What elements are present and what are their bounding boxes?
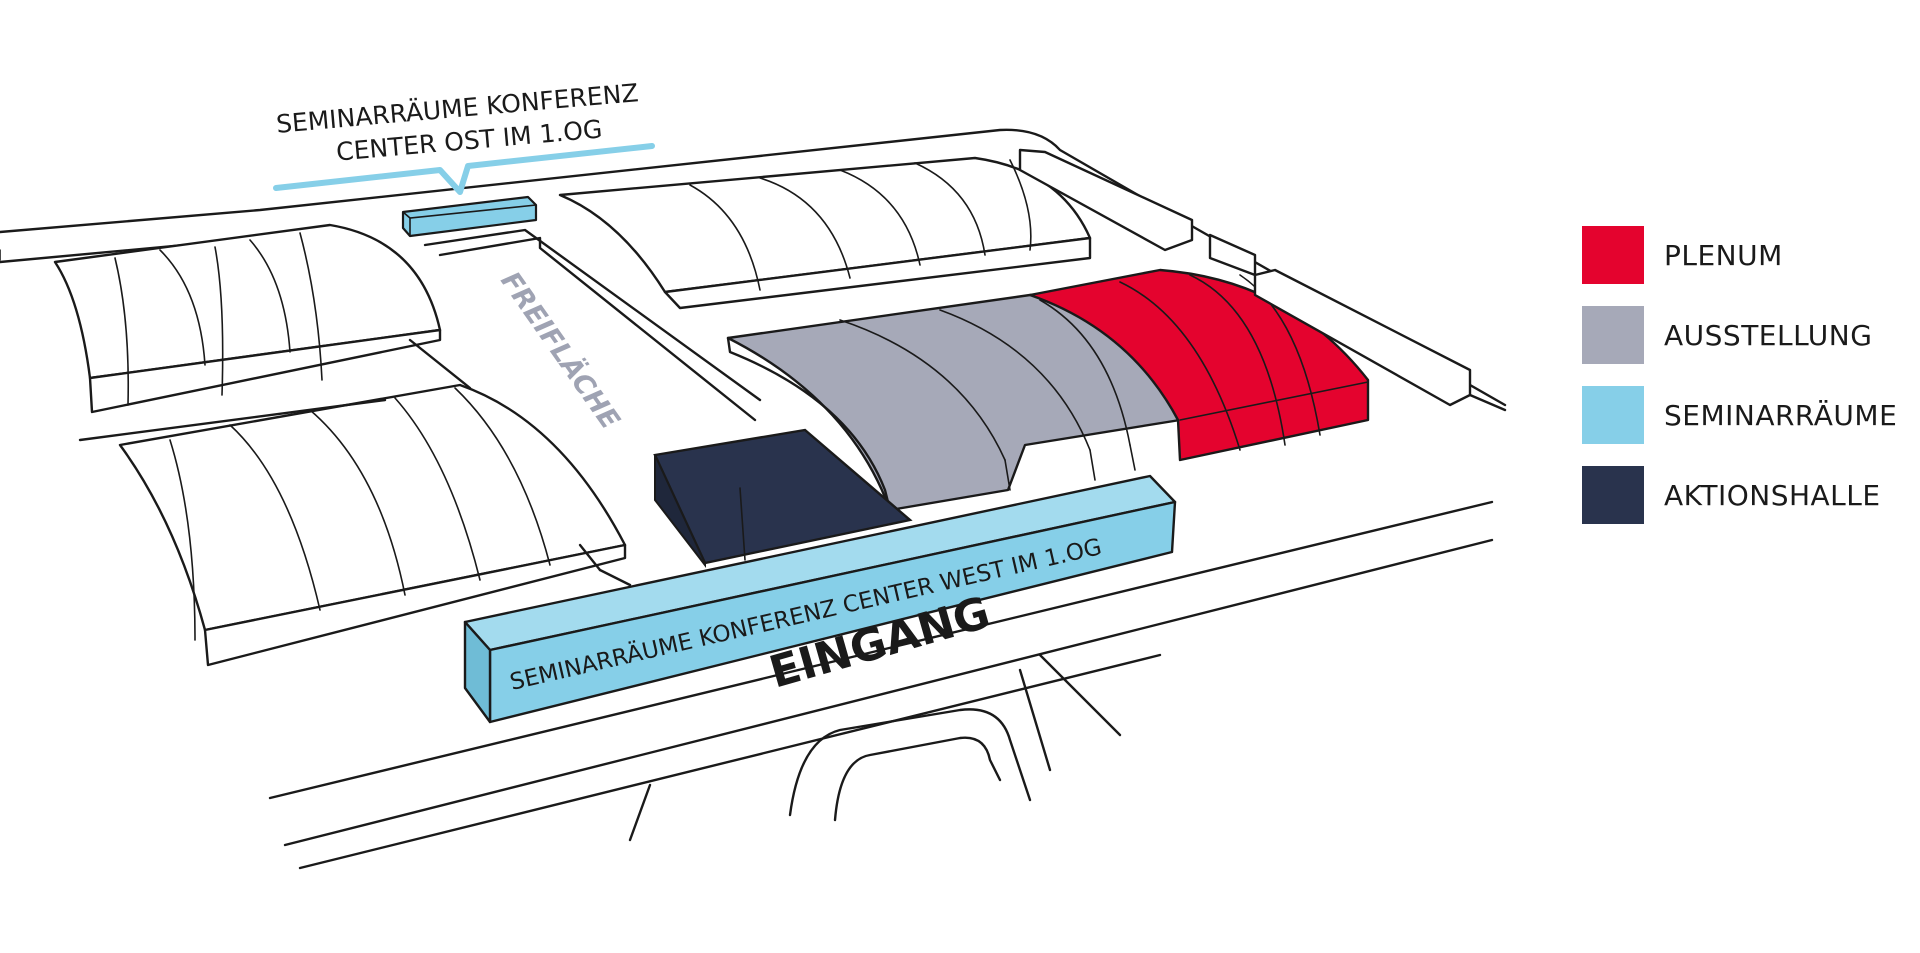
seminar-west-block (463, 474, 1177, 724)
hall-south (118, 383, 627, 667)
aktionshalle (653, 428, 913, 568)
legend-label-plenum: PLENUM (1664, 238, 1783, 272)
legend-item-aktionshalle: AKTIONSHALLE (1582, 466, 1897, 524)
legend-swatch-plenum (1582, 226, 1644, 284)
legend: PLENUM AUSSTELLUNG SEMINARRÄUME AKTIONSH… (1582, 226, 1897, 546)
legend-label-aktionshalle: AKTIONSHALLE (1664, 478, 1881, 512)
seminar-ost-callout (273, 143, 655, 195)
east-structure (1208, 233, 1507, 412)
legend-label-ausstellung: AUSSTELLUNG (1664, 318, 1873, 352)
corridor (78, 228, 762, 587)
legend-swatch-seminarraeume (1582, 386, 1644, 444)
freiflaeche-label: FREIFLÄCHE (494, 266, 626, 436)
legend-label-seminarraeume: SEMINARRÄUME (1664, 398, 1898, 432)
road-lines (0, 128, 1507, 870)
legend-item-ausstellung: AUSSTELLUNG (1582, 306, 1897, 364)
legend-swatch-aktionshalle (1582, 466, 1644, 524)
seminar-ost-block (401, 195, 538, 238)
hall-north-west (53, 223, 442, 414)
plenum-hall (1028, 268, 1370, 462)
legend-item-seminarraeume: SEMINARRÄUME (1582, 386, 1897, 444)
hall-north-east (558, 148, 1194, 310)
legend-swatch-ausstellung (1582, 306, 1644, 364)
legend-item-plenum: PLENUM (1582, 226, 1897, 284)
